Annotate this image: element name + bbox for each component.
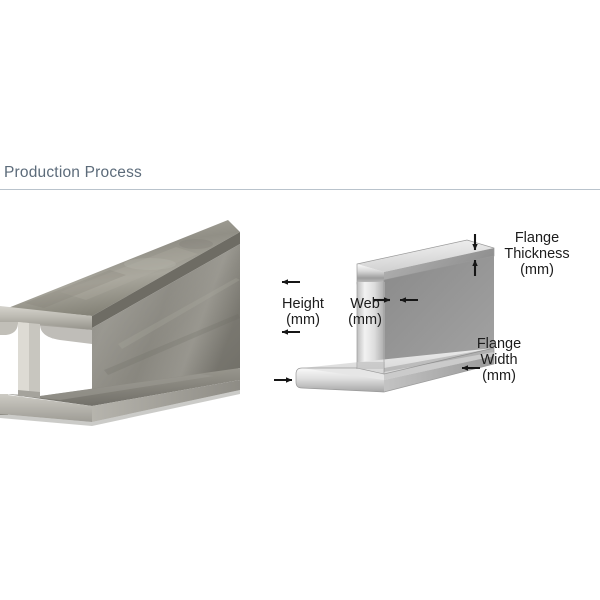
- label-flange-width: Flange Width (mm): [461, 336, 537, 385]
- label-web-name: Web: [350, 296, 380, 312]
- beam-dimension-diagram-image: [274, 234, 495, 393]
- label-web: Web (mm): [338, 296, 392, 328]
- diagram-top-flange-surface: [357, 240, 494, 272]
- label-flange-thickness-unit: (mm): [520, 262, 554, 279]
- page-title: Production Process: [4, 164, 142, 181]
- steel-beam-photo-image: [0, 218, 242, 433]
- steel-beam-photo: [0, 218, 242, 433]
- label-flange-width-unit: (mm): [482, 368, 516, 385]
- label-flange-thickness-name2: Thickness: [504, 246, 570, 263]
- label-web-unit: (mm): [348, 312, 382, 329]
- header-divider: [0, 189, 600, 190]
- label-flange-width-name: Flange: [476, 336, 522, 352]
- beam-dimension-diagram: [262, 222, 600, 397]
- label-flange-thickness-name: Flange: [514, 230, 560, 246]
- label-height-name: Height: [282, 296, 324, 312]
- section-header: Production Process: [0, 164, 600, 190]
- label-height: Height (mm): [270, 296, 336, 328]
- label-flange-thickness: Flange Thickness (mm): [489, 230, 585, 279]
- label-flange-width-name2: Width: [480, 352, 518, 369]
- label-height-unit: (mm): [286, 312, 320, 329]
